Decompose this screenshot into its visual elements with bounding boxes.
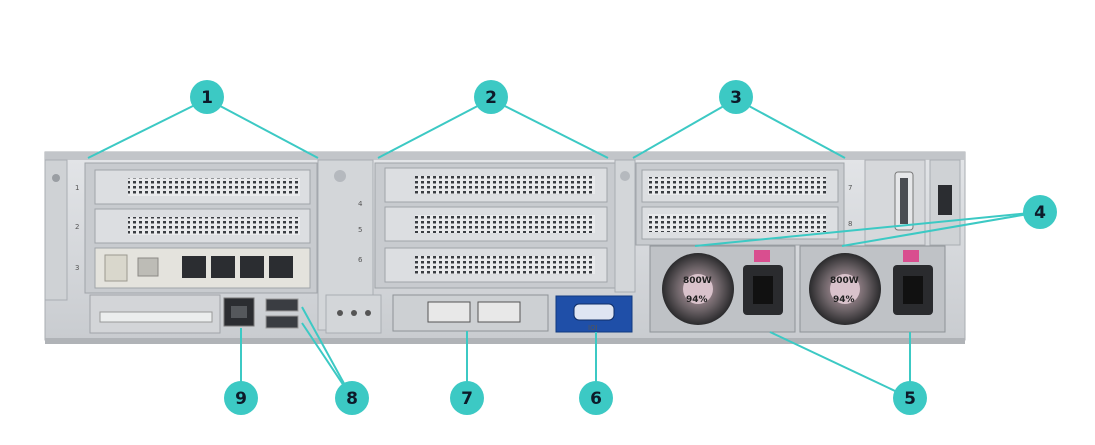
- riser-1: 1 2 3: [75, 162, 318, 294]
- power-supply-1[interactable]: 800W 94%: [649, 245, 796, 333]
- riser-2: [374, 162, 616, 289]
- callout-5: 5: [893, 381, 927, 415]
- svg-text:3: 3: [730, 88, 742, 108]
- svg-text:7: 7: [461, 389, 473, 409]
- psu-release-handle[interactable]: [903, 250, 919, 262]
- slot-label-4: 4: [358, 200, 363, 208]
- usb-port[interactable]: [265, 315, 299, 329]
- callout-3: 3: [719, 80, 753, 114]
- psu-wattage: 800W: [830, 276, 859, 286]
- slot-label-3: 3: [75, 264, 79, 272]
- rj45-port[interactable]: [240, 256, 264, 278]
- svg-text:8: 8: [346, 389, 358, 409]
- power-supply-2[interactable]: 800W 94%: [799, 245, 946, 333]
- slot-label-6: 6: [358, 256, 363, 264]
- vga-label: IOI: [588, 324, 598, 332]
- psu-efficiency: 94%: [686, 295, 708, 305]
- rj45-port[interactable]: [269, 256, 293, 278]
- slot-label-7: 7: [848, 184, 852, 192]
- svg-text:9: 9: [235, 389, 247, 409]
- callout-2: 2: [474, 80, 508, 114]
- bottom-io-row: IOI: [89, 294, 633, 334]
- psu-efficiency: 94%: [833, 295, 855, 305]
- slot-label-1: 1: [75, 184, 79, 192]
- callout-7: 7: [450, 381, 484, 415]
- usb-port[interactable]: [265, 298, 299, 312]
- callout-4: 4: [1023, 195, 1057, 229]
- slot-label-2: 2: [75, 223, 79, 231]
- svg-text:5: 5: [904, 389, 916, 409]
- svg-text:2: 2: [485, 88, 497, 108]
- slot-label-8: 8: [848, 220, 852, 228]
- svg-text:6: 6: [590, 389, 602, 409]
- callout-lines: [87, 98, 1041, 399]
- psu-wattage: 800W: [683, 276, 712, 286]
- callout-1: 1: [190, 80, 224, 114]
- rj45-port[interactable]: [211, 256, 235, 278]
- psu-release-handle[interactable]: [754, 250, 770, 262]
- svg-text:4: 4: [1034, 203, 1046, 223]
- riser-3: 7 8: [635, 162, 852, 246]
- slot-label-5: 5: [358, 226, 362, 234]
- callout-6: 6: [579, 381, 613, 415]
- svg-text:1: 1: [201, 88, 213, 108]
- callout-8: 8: [335, 381, 369, 415]
- callout-9: 9: [224, 381, 258, 415]
- rj45-port[interactable]: [182, 256, 206, 278]
- rj45-port-group: [182, 256, 293, 278]
